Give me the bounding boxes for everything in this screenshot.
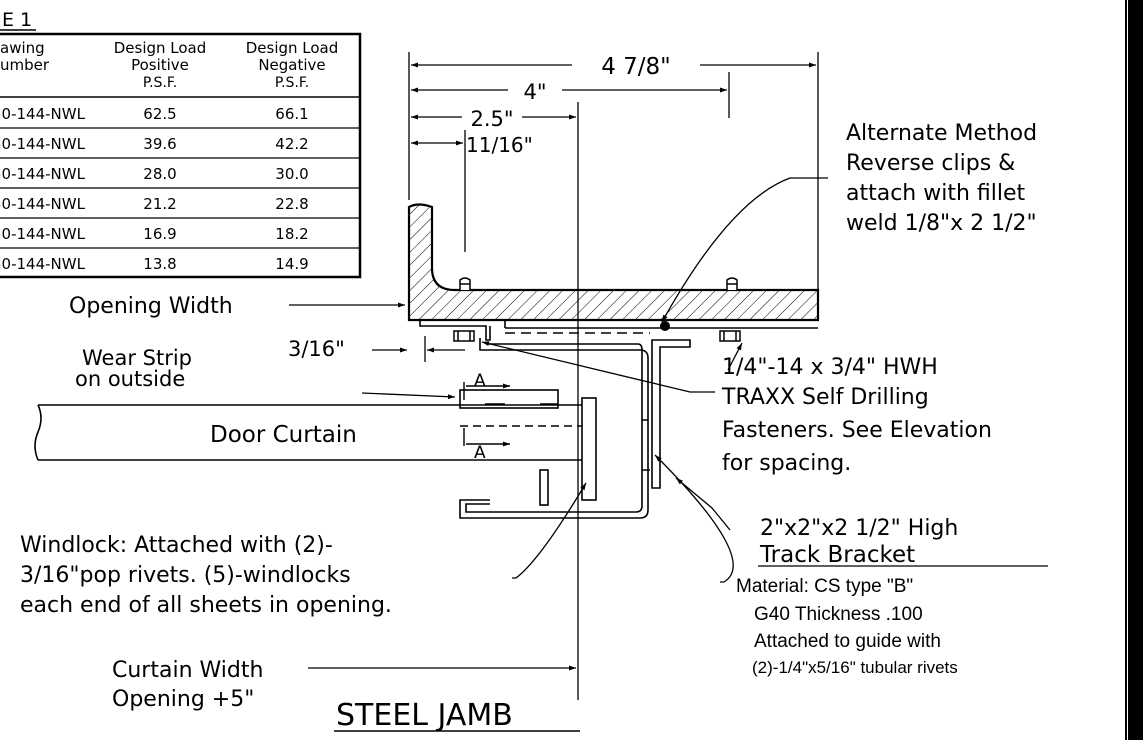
curtain-break-line	[34, 404, 42, 461]
wear-strip	[459, 389, 559, 409]
table-cell: 14.9	[275, 255, 308, 273]
table-cell: 18.2	[275, 225, 308, 243]
table-cell: 21.2	[143, 195, 176, 213]
track-bracket-label-1: 2"x2"x2 1/2" High	[760, 516, 958, 541]
guide-channel-inner	[465, 343, 643, 513]
track-bracket	[459, 338, 691, 519]
angle-bracket	[651, 339, 691, 489]
design-load-table: E 1 awing umber Design Load Positive P.S…	[0, 9, 362, 279]
dim-3-16-text: 3/16"	[288, 337, 345, 361]
windlock-label-2: 3/16"pop rivets. (5)-windlocks	[20, 563, 351, 588]
table-cell: 50-144-NWL	[0, 225, 86, 243]
table-cell: 62.5	[143, 105, 176, 123]
header-positive-3: P.S.F.	[143, 75, 177, 91]
header-drawing-number-1: awing	[0, 39, 45, 57]
table-cell: 39.6	[143, 135, 176, 153]
dim-4in-text: 4"	[523, 80, 546, 104]
header-negative-2: Negative	[258, 56, 325, 74]
table-cell: 42.2	[275, 135, 308, 153]
bolt-head-left	[453, 330, 475, 342]
table-cell: 50-144-NWL	[0, 135, 86, 153]
table-cell: 50-144-NWL	[0, 105, 86, 123]
guide-clip	[419, 320, 818, 341]
leader-fastener-right	[727, 342, 743, 371]
fastener-label-2: TRAXX Self Drilling	[721, 385, 929, 410]
table-cell: 50-144-NWL	[0, 255, 86, 273]
material-label-4: (2)-1/4"x5/16" tubular rivets	[752, 658, 958, 677]
weld-dot	[660, 321, 670, 331]
table-border	[0, 32, 362, 279]
windlock-label-1: Windlock: Attached with (2)-	[20, 533, 333, 558]
leader-track-bracket	[675, 477, 731, 531]
leader-lines	[361, 177, 828, 583]
steel-jamb-section	[407, 203, 820, 322]
alternate-method-1: Alternate Method	[846, 121, 1037, 146]
header-drawing-number-2: umber	[0, 56, 50, 74]
table-cell: 16.9	[143, 225, 176, 243]
door-curtain-label: Door Curtain	[210, 422, 357, 448]
dim-2-5in-text: 2.5"	[470, 107, 513, 131]
section-a-bottom: A	[474, 443, 486, 463]
table-cell: 13.8	[143, 255, 176, 273]
fastener-label-3: Fasteners. See Elevation	[722, 418, 992, 443]
header-negative-3: P.S.F.	[275, 75, 309, 91]
header-positive-1: Design Load	[114, 39, 207, 57]
door-curtain	[34, 389, 582, 461]
table-cell: 50-144-NWL	[0, 195, 86, 213]
curtain-width-label-2: Opening +5"	[112, 687, 254, 712]
table-cell: 30.0	[275, 165, 308, 183]
table-title: E 1	[2, 9, 32, 31]
drawing-title: STEEL JAMB	[336, 698, 513, 733]
dimension-lines	[289, 52, 819, 700]
wear-strip-label-2: on outside	[75, 367, 185, 391]
rivet-marks	[642, 419, 650, 471]
windlock-label-3: each end of all sheets in opening.	[20, 593, 392, 618]
table-cell: 28.0	[143, 165, 176, 183]
fastener-label-1: 1/4"-14 x 3/4" HWH	[722, 355, 938, 380]
wear-strip-label-1: Wear Strip	[82, 346, 192, 370]
table-cell: 22.8	[275, 195, 308, 213]
section-a-top: A	[474, 371, 486, 391]
header-negative-1: Design Load	[246, 39, 339, 57]
table-cell: 66.1	[275, 105, 308, 123]
fasteners-group	[453, 277, 741, 342]
leader-alternate-method	[661, 177, 828, 323]
table-rows: 50-144-NWL 62.5 66.1 50-144-NWL 39.6 42.2 50-1…	[0, 105, 309, 273]
leader-windlock	[512, 482, 587, 579]
guide-channel-outer	[459, 338, 649, 519]
table-cell: 50-144-NWL	[0, 165, 86, 183]
leader-wear-strip	[361, 392, 456, 400]
opening-width-label: Opening Width	[69, 294, 233, 319]
leader-fastener-left	[481, 341, 715, 393]
alternate-method-4: weld 1/8"x 2 1/2"	[846, 211, 1037, 236]
header-positive-2: Positive	[131, 56, 189, 74]
material-label-2: G40 Thickness .100	[754, 604, 923, 625]
material-label-3: Attached to guide with	[754, 631, 941, 652]
material-label-1: Material: CS type "B"	[736, 576, 913, 597]
dim-overall-text: 4 7/8"	[601, 54, 671, 80]
fastener-label-4: for spacing.	[722, 451, 851, 476]
curtain-width-label-1: Curtain Width	[112, 658, 263, 683]
annotations: Alternate Method Reverse clips & attach …	[20, 121, 1048, 733]
dim-11-16-text: 11/16"	[466, 133, 533, 157]
guide-lip	[539, 469, 549, 506]
bolt-head-right	[719, 330, 741, 342]
clip-flange	[419, 320, 491, 341]
section-a-markers: A A	[463, 371, 510, 463]
windlock	[581, 397, 597, 501]
frame-border	[1128, 0, 1143, 740]
alternate-method-2: Reverse clips &	[846, 151, 1015, 176]
alternate-method-3: attach with fillet	[846, 181, 1026, 206]
track-bracket-label-2: Track Bracket	[759, 542, 915, 568]
dimension-text: 4 7/8" 4" 2.5" 11/16" 3/16"	[288, 54, 671, 361]
